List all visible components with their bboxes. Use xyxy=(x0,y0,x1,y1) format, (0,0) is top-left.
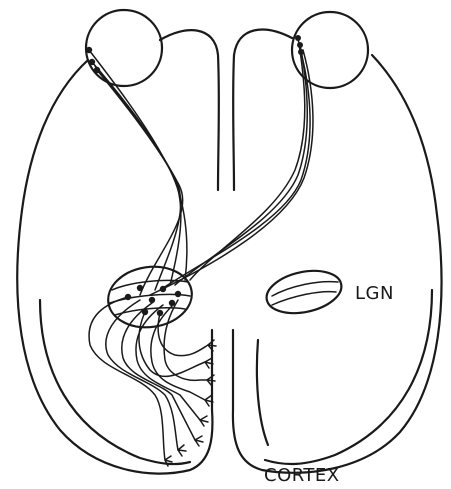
right-lgn xyxy=(263,265,346,320)
terminal-arbor xyxy=(207,375,215,386)
right-hemisphere-outer-outline xyxy=(233,55,442,473)
optic-fiber xyxy=(97,70,181,290)
optic-fiber xyxy=(160,52,310,290)
cortex-label: CORTEX xyxy=(264,465,340,486)
right-cortex-medial-line xyxy=(257,340,268,445)
left-lgn xyxy=(104,261,196,332)
left-lgn-layer xyxy=(115,308,185,315)
terminal-arbor xyxy=(200,416,208,426)
terminal-arbor xyxy=(178,445,186,456)
lgn-cell xyxy=(160,286,166,292)
optic-fiber xyxy=(150,50,313,295)
lgn-label: LGN xyxy=(355,283,394,304)
optic-fiber xyxy=(95,66,183,295)
right-hemisphere xyxy=(233,30,442,473)
optic-radiation-fibers xyxy=(89,297,208,460)
terminal-arbor xyxy=(195,436,203,446)
right-hemisphere-medial-wall xyxy=(233,30,292,190)
optic-fiber xyxy=(92,62,181,285)
right-eye-optic-fibers xyxy=(150,38,313,295)
lgn-cell xyxy=(137,285,143,291)
lgn-cell xyxy=(149,297,155,303)
left-eye-optic-fibers xyxy=(89,50,187,295)
right-cortex-inner-line xyxy=(265,290,432,464)
left-eyeball xyxy=(86,10,162,86)
right-lgn-layer xyxy=(272,292,336,305)
optic-fiber xyxy=(190,38,305,280)
left-lgn-body xyxy=(104,261,196,332)
optic-fiber xyxy=(175,45,307,285)
cortical-terminals xyxy=(165,340,216,466)
lgn-cell xyxy=(175,291,181,297)
terminal-arbor xyxy=(208,340,216,351)
left-hemisphere-outer-outline xyxy=(17,60,212,474)
left-eye xyxy=(86,10,162,86)
